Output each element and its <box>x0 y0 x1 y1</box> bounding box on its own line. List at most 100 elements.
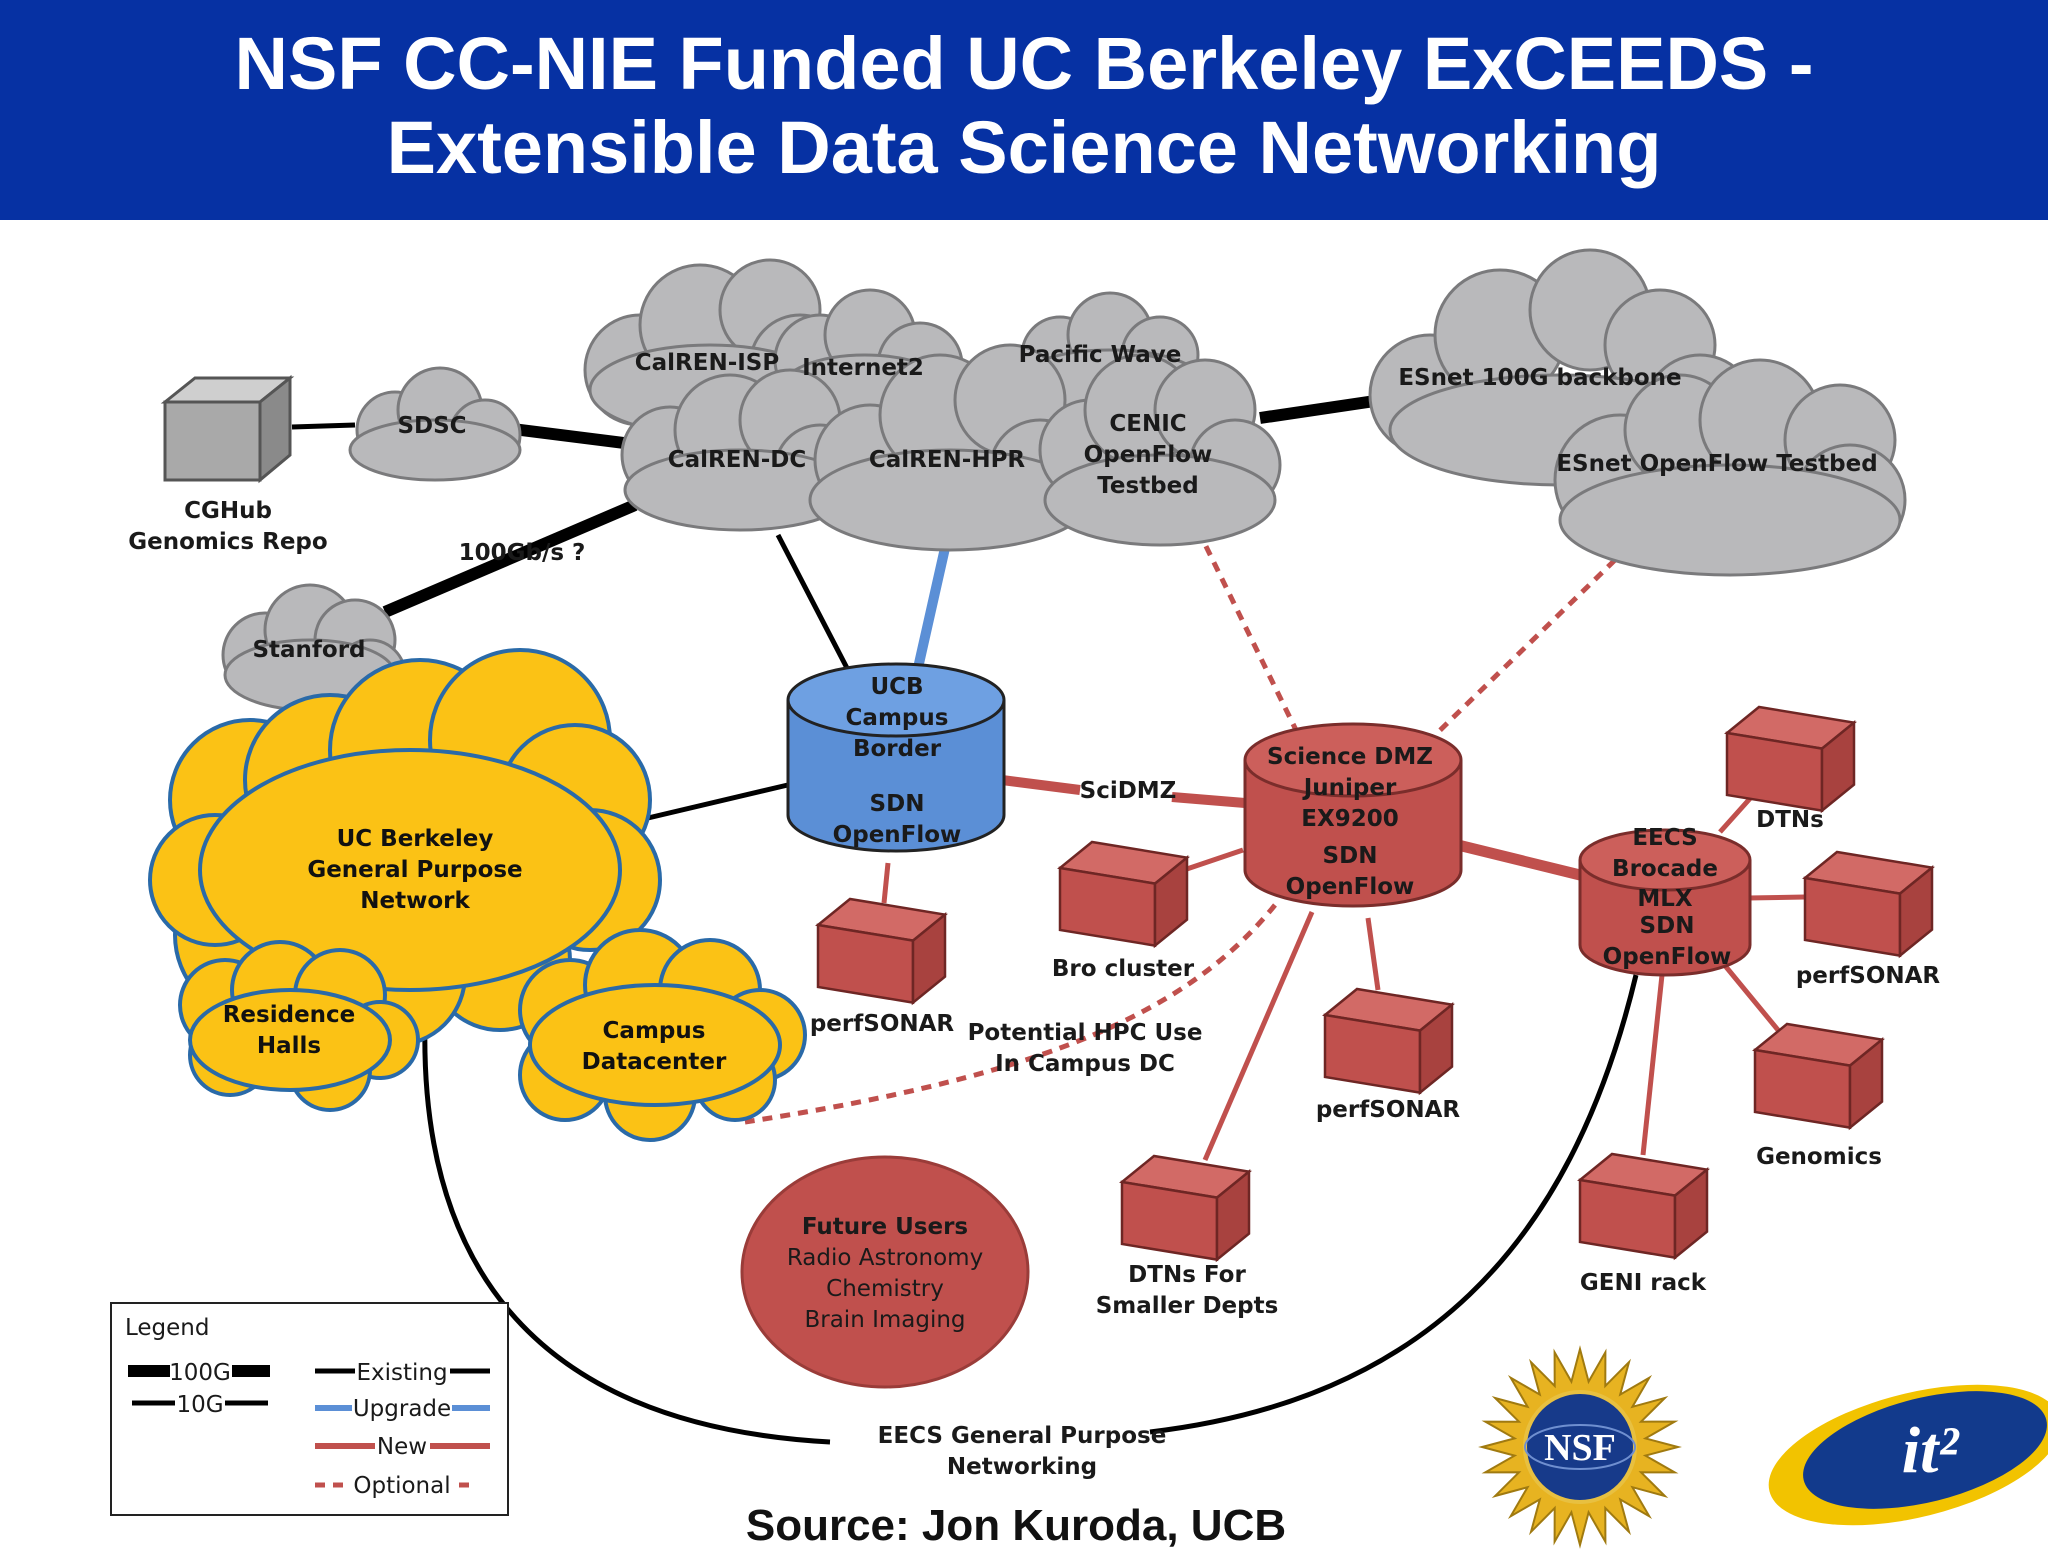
label-cenic-1: CENIC <box>1109 411 1186 437</box>
label-residence-2: Halls <box>257 1033 321 1059</box>
dtns-smaller-box <box>1119 1154 1252 1263</box>
label-esnet-backbone: ESnet 100G backbone <box>1398 365 1681 391</box>
legend-title: Legend <box>125 1315 210 1341</box>
future-users-item-1: Radio Astronomy <box>787 1245 983 1271</box>
source-credit: Source: Jon Kuroda, UCB <box>746 1501 1286 1550</box>
eecs-router <box>1578 828 1752 977</box>
future-users-circle <box>740 1155 1030 1389</box>
link-esnet-dmz-optional <box>1428 558 1617 742</box>
label-calren-isp: CalREN-ISP <box>635 350 779 376</box>
label-gpn-2: General Purpose <box>307 857 522 883</box>
label-gpn-3: Network <box>360 888 470 914</box>
future-users-item-3: Brain Imaging <box>804 1307 965 1333</box>
perfsonar-eecs-box <box>1802 850 1935 959</box>
legend-100g: 100G <box>169 1360 231 1386</box>
genomics-box <box>1752 1022 1885 1131</box>
link-hpr-border-upgrade <box>913 546 950 670</box>
future-users-heading: Future Users <box>802 1214 968 1240</box>
label-geni-rack: GENI rack <box>1580 1270 1707 1296</box>
label-eecs-sdn-1: SDN <box>1640 913 1695 939</box>
label-pacific-wave: Pacific Wave <box>1019 342 1182 368</box>
label-eecs-2: Brocade <box>1612 856 1718 882</box>
label-border-2: Campus <box>846 705 949 731</box>
link-dmz-perfsonar <box>1365 917 1381 991</box>
label-dmz-sdn-1: SDN <box>1323 843 1378 869</box>
label-datacenter-1: Campus <box>603 1018 706 1044</box>
future-users-item-2: Chemistry <box>826 1276 944 1302</box>
label-eecs-3: MLX <box>1637 886 1693 912</box>
ucb-border-router <box>786 662 1006 853</box>
link-eecs-gpn <box>422 974 1639 1445</box>
cloud-residence-halls <box>178 940 420 1112</box>
label-perfsonar-eecs: perfSONAR <box>1796 963 1941 989</box>
nsf-logo: NSF <box>1478 1345 1682 1549</box>
legend-existing: Existing <box>356 1360 447 1386</box>
link-eecs-geni <box>1640 974 1665 1156</box>
legend-optional: Optional <box>353 1473 450 1499</box>
label-eecs-sdn-2: OpenFlow <box>1603 944 1732 970</box>
label-cenic-2: OpenFlow <box>1084 442 1213 468</box>
label-bro-cluster: Bro cluster <box>1052 956 1195 982</box>
link-stanford-calren <box>382 499 638 618</box>
label-perfsonar-dmz: perfSONAR <box>1316 1097 1461 1123</box>
label-cghub-2: Genomics Repo <box>128 529 327 555</box>
legend-upgrade: Upgrade <box>353 1396 451 1422</box>
link-cghub-sdsc <box>291 422 356 430</box>
geni-rack-box <box>1577 1152 1710 1261</box>
perfsonar-dmz-box <box>1322 987 1455 1096</box>
science-dmz-router <box>1243 722 1463 908</box>
label-dtns: DTNs <box>1756 807 1824 833</box>
link-border-perfsonar <box>881 862 891 904</box>
link-scidmz-a <box>1001 775 1081 795</box>
title-line-1: NSF CC-NIE Funded UC Berkeley ExCEEDS - <box>234 22 1814 105</box>
label-stanford: Stanford <box>252 637 365 663</box>
label-eecs-gpn-1: EECS General Purpose <box>878 1423 1167 1449</box>
label-internet2: Internet2 <box>802 355 924 381</box>
label-calren-dc: CalREN-DC <box>668 447 806 473</box>
label-eecs-1: EECS <box>1632 825 1697 851</box>
dtns-box <box>1724 705 1857 814</box>
label-gpn-1: UC Berkeley <box>337 826 494 852</box>
label-border-sdn-2: OpenFlow <box>833 822 962 848</box>
label-cghub-1: CGHub <box>184 498 272 524</box>
label-calren-hpr: CalREN-HPR <box>869 447 1026 473</box>
label-border-sdn-1: SDN <box>870 791 925 817</box>
label-cenic-3: Testbed <box>1097 473 1198 499</box>
legend-10g: 10G <box>176 1392 223 1418</box>
label-dmz-sdn-2: OpenFlow <box>1286 874 1415 900</box>
it2-logo-text: it² <box>1902 1414 1960 1487</box>
label-esnet-testbed: ESnet OpenFlow Testbed <box>1556 451 1877 477</box>
title-bar: NSF CC-NIE Funded UC Berkeley ExCEEDS - … <box>0 0 2048 220</box>
server-boxes <box>815 705 1935 1263</box>
link-sdsc-calren <box>504 422 641 451</box>
label-hpc-1: Potential HPC Use <box>968 1020 1203 1046</box>
label-genomics: Genomics <box>1756 1144 1882 1170</box>
label-dmz-1: Science DMZ <box>1267 744 1433 770</box>
label-dtns-smaller-2: Smaller Depts <box>1096 1293 1279 1319</box>
label-residence-1: Residence <box>223 1002 356 1028</box>
cloud-sdsc <box>348 366 522 482</box>
links <box>291 392 1806 1445</box>
label-dmz-3: EX9200 <box>1301 806 1398 832</box>
nsf-logo-text: NSF <box>1544 1427 1616 1469</box>
label-100gb: 100Gb/s ? <box>459 540 586 566</box>
perfsonar-border-box <box>815 897 948 1006</box>
link-scidmz-b <box>1171 792 1246 808</box>
link-dmz-dtns-smaller <box>1202 911 1315 1161</box>
cghub-server-icon <box>160 374 295 484</box>
cloud-campus-datacenter <box>518 928 807 1142</box>
link-dmz-campusdc-optional <box>744 903 1277 1125</box>
label-border-3: Border <box>853 736 942 762</box>
label-dmz-2: Juniper <box>1302 775 1397 801</box>
label-sdsc: SDSC <box>397 413 466 439</box>
link-eecs-genomics <box>1720 960 1780 1032</box>
label-hpc-2: In Campus DC <box>995 1051 1175 1077</box>
label-scidmz: SciDMZ <box>1080 778 1177 804</box>
label-perfsonar-border: perfSONAR <box>810 1011 955 1037</box>
label-datacenter-2: Datacenter <box>582 1049 727 1075</box>
bro-cluster-box <box>1057 840 1190 949</box>
cloud-calren-hpr <box>808 343 1092 552</box>
label-dtns-smaller-1: DTNs For <box>1128 1262 1246 1288</box>
cloud-esnet-testbed <box>1553 358 1907 577</box>
